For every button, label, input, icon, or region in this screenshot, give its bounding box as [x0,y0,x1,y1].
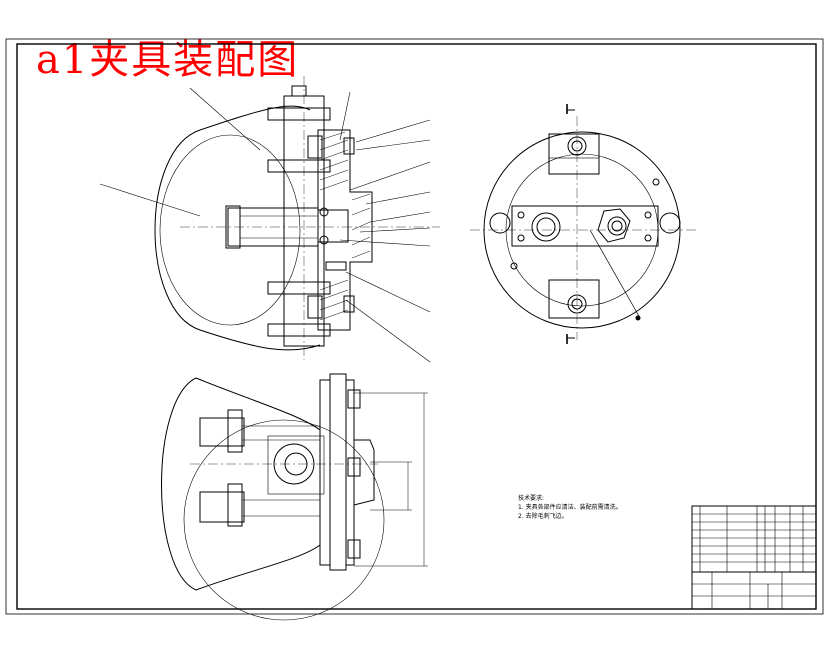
front-view [99,76,440,363]
notes-heading: 技术要求: [518,495,545,502]
technical-notes: 技术要求: 1. 夹具各部件应清洁、装配前需清洗。 2. 去除毛刺飞边。 [518,494,622,521]
inner-border [16,43,817,610]
bottom-view [161,373,428,621]
notes-item-2: 2. 去除毛刺飞边。 [518,513,568,520]
notes-item-1: 1. 夹具各部件应清洁、装配前需清洗。 [518,504,622,511]
side-view [470,104,696,344]
outer-border [5,38,824,615]
title-block [691,505,817,610]
